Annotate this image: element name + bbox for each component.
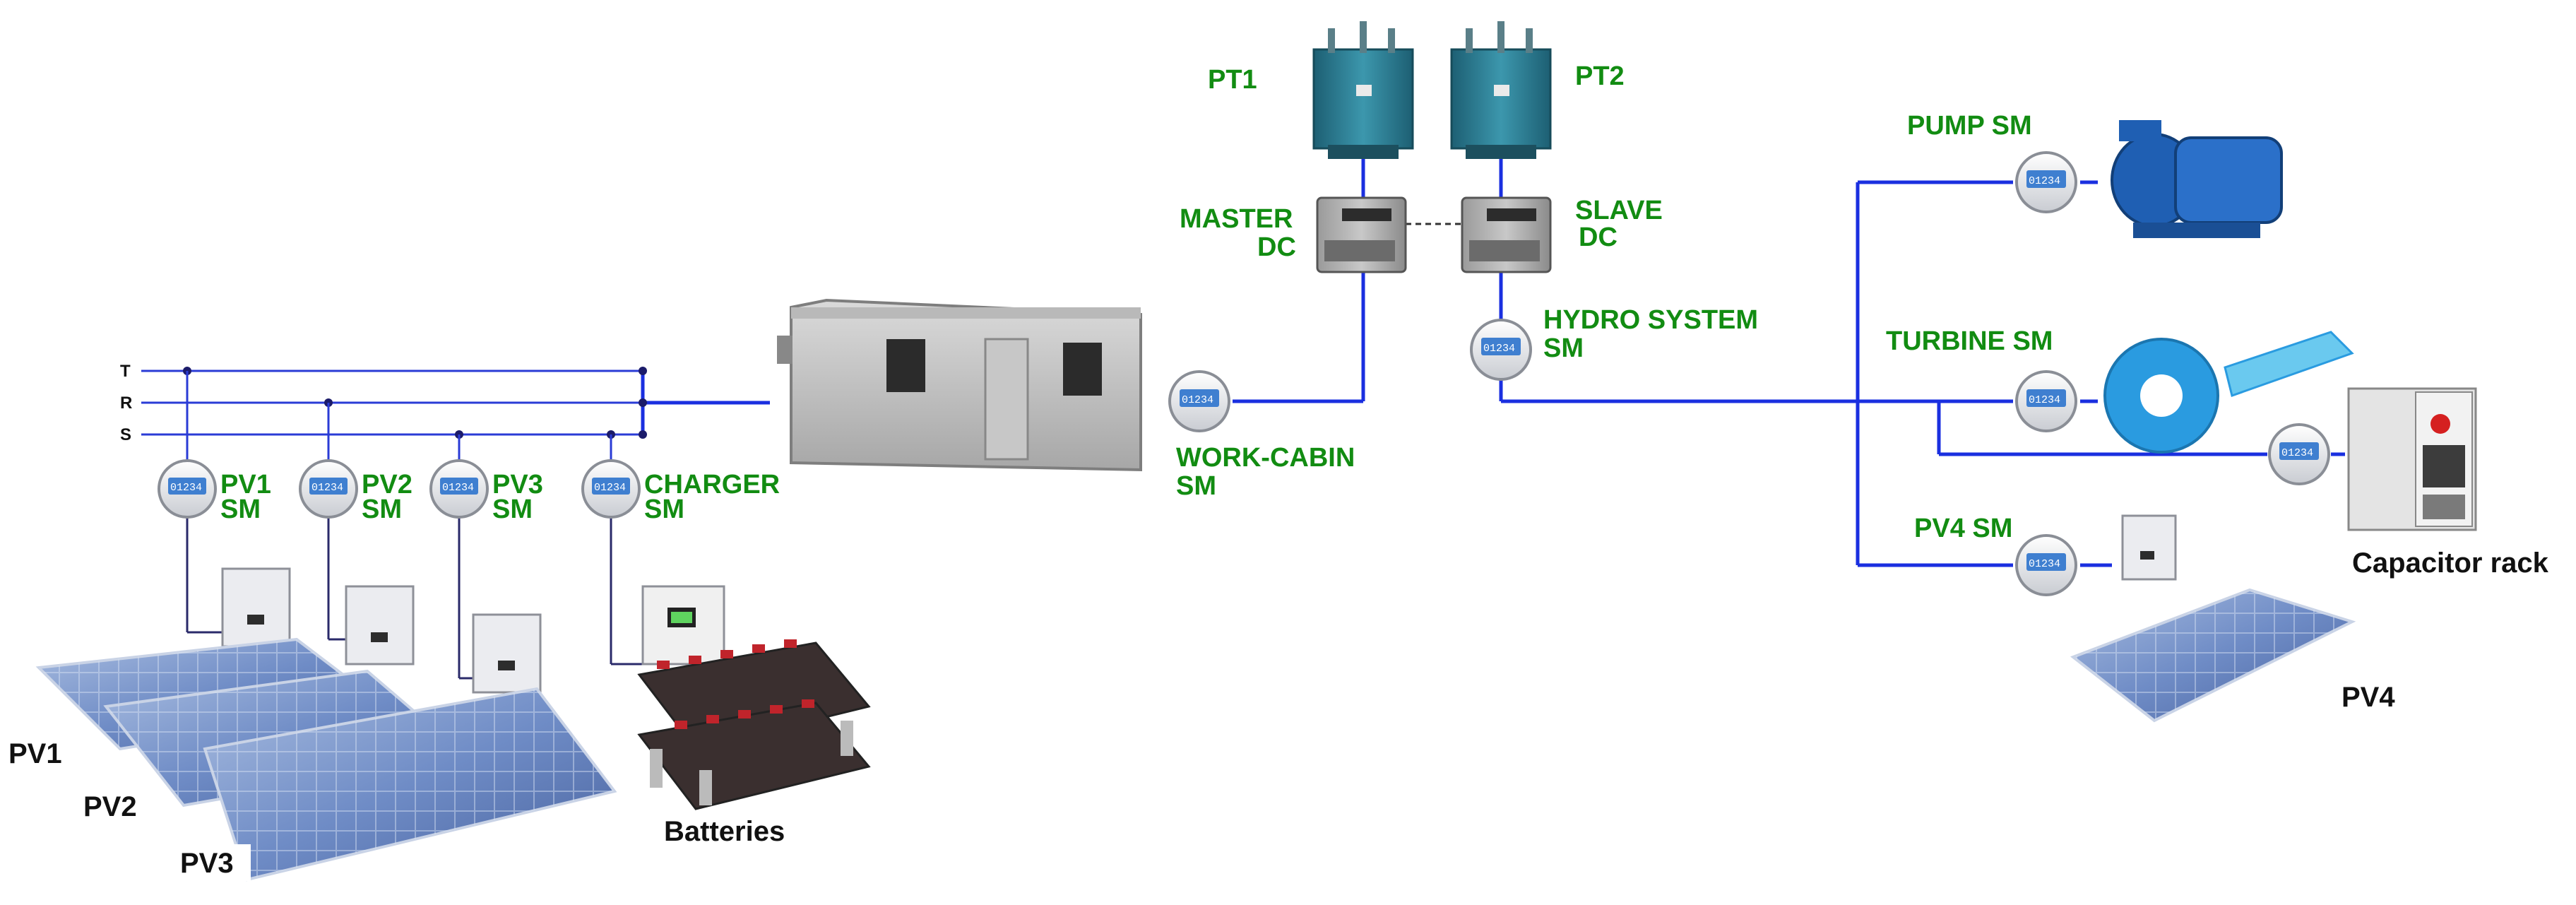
pv4-sm-label: PV4 SM bbox=[1914, 514, 2012, 543]
work-cabin-sm-label-line2: SM bbox=[1176, 471, 1216, 501]
pv1-sm-label-line1: PV1 bbox=[220, 470, 271, 499]
charger-sm-label-line2: SM bbox=[644, 495, 684, 524]
pv3-solar-panel bbox=[203, 687, 617, 882]
meter-display: 01234 bbox=[170, 482, 202, 494]
pv2-inverter bbox=[345, 585, 415, 666]
pv1-label-bg bbox=[4, 735, 74, 770]
pv3-sm-label-line2: SM bbox=[492, 495, 533, 524]
slave-dc-label-line2: DC bbox=[1579, 223, 1618, 252]
pv2-label: PV2 bbox=[83, 791, 137, 822]
pv3-inverter bbox=[472, 613, 542, 694]
pv4-label: PV4 bbox=[2341, 682, 2395, 713]
work-cabin-smart-meter[interactable]: 01234 bbox=[1168, 370, 1230, 432]
hydro-system-smart-meter[interactable]: 01234 bbox=[1470, 319, 1532, 381]
pt1-label: PT1 bbox=[1208, 65, 1257, 95]
pump-sm-label: PUMP SM bbox=[1907, 111, 2032, 141]
meter-display: 01234 bbox=[1182, 394, 1213, 406]
pv2-label-bg bbox=[78, 788, 148, 823]
pv1-inverter bbox=[221, 567, 291, 648]
work-cabin bbox=[777, 298, 1142, 472]
pump-smart-meter[interactable]: 01234 bbox=[2015, 151, 2077, 213]
wiring bbox=[141, 159, 2345, 680]
pv4-smart-meter[interactable]: 01234 bbox=[2015, 534, 2077, 596]
capacitor-rack bbox=[2347, 387, 2477, 531]
meter-display: 01234 bbox=[594, 482, 626, 494]
pt2-label: PT2 bbox=[1575, 61, 1625, 91]
batteries-label: Batteries bbox=[664, 816, 785, 847]
master-data-concentrator bbox=[1316, 196, 1407, 273]
phase-r-label: R bbox=[120, 394, 132, 413]
pt1-transformer bbox=[1312, 21, 1414, 159]
pv1-smart-meter[interactable]: 01234 bbox=[158, 459, 217, 519]
meter-display: 01234 bbox=[2029, 394, 2060, 406]
phase-s-label: S bbox=[120, 425, 131, 444]
slave-data-concentrator bbox=[1461, 196, 1552, 273]
meter-display: 01234 bbox=[2029, 558, 2060, 570]
pv4-solar-panel bbox=[2070, 588, 2356, 723]
pv3-label-bg bbox=[173, 844, 251, 881]
pv2-smart-meter[interactable]: 01234 bbox=[299, 459, 358, 519]
meter-display: 01234 bbox=[2029, 175, 2060, 187]
meter-display: 01234 bbox=[1483, 343, 1515, 355]
master-dc-label-line1: MASTER bbox=[1180, 204, 1293, 234]
turbine-sm-label: TURBINE SM bbox=[1886, 326, 2053, 356]
pump bbox=[2111, 120, 2283, 238]
pv2-sm-label-line1: PV2 bbox=[362, 470, 412, 499]
battery-charger bbox=[641, 585, 725, 666]
phase-t-label: T bbox=[120, 362, 131, 381]
slave-dc-label-line1: SLAVE bbox=[1575, 196, 1663, 225]
meter-display: 01234 bbox=[442, 482, 474, 494]
pv4-inverter bbox=[2121, 514, 2177, 581]
pv3-sm-label-line1: PV3 bbox=[492, 470, 543, 499]
hydro-sm-label-line1: HYDRO SYSTEM bbox=[1543, 305, 1758, 335]
turbine-smart-meter[interactable]: 01234 bbox=[2015, 370, 2077, 432]
meter-display: 01234 bbox=[311, 482, 343, 494]
pv1-label: PV1 bbox=[8, 738, 62, 769]
water-turbine bbox=[2103, 331, 2354, 454]
charger-smart-meter[interactable]: 01234 bbox=[581, 459, 641, 519]
charger-sm-label-line1: CHARGER bbox=[644, 470, 780, 499]
capacitor-smart-meter[interactable]: 01234 bbox=[2268, 423, 2330, 485]
hydro-sm-label-line2: SM bbox=[1543, 333, 1584, 363]
pv3-label: PV3 bbox=[180, 848, 234, 879]
pv3-smart-meter[interactable]: 01234 bbox=[429, 459, 489, 519]
pv1-sm-label-line2: SM bbox=[220, 495, 261, 524]
capacitor-rack-label: Capacitor rack bbox=[2352, 548, 2549, 579]
meter-display: 01234 bbox=[2281, 447, 2313, 459]
pt2-transformer bbox=[1450, 21, 1552, 159]
battery-bank bbox=[637, 639, 871, 810]
work-cabin-sm-label-line1: WORK-CABIN bbox=[1176, 443, 1355, 473]
pv2-sm-label-line2: SM bbox=[362, 495, 402, 524]
master-dc-label-line2: DC bbox=[1257, 232, 1296, 262]
